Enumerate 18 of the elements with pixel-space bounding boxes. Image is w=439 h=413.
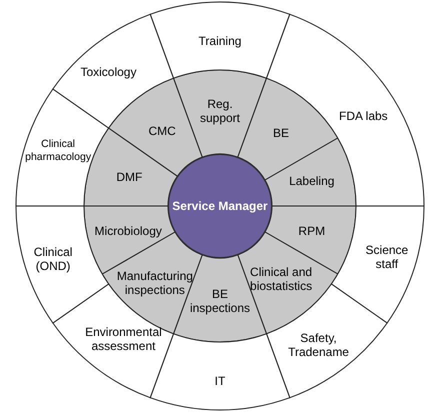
segment-label: Clinical (OND) <box>23 244 84 273</box>
segment-label: Environmental assessment <box>76 324 171 353</box>
segment-label: BE <box>256 126 306 140</box>
segment-label: RPM <box>286 224 337 238</box>
segment-label: FDA labs <box>328 108 398 123</box>
segment-label: Science staff <box>359 242 414 271</box>
segment-label: Reg. support <box>190 97 250 125</box>
segment-label: Safety, Tradename <box>284 330 354 359</box>
segment-label: DMF <box>104 170 154 184</box>
segment-label: Training <box>185 34 255 48</box>
segment-label: Manufacturing inspections <box>110 268 200 297</box>
segment-label: Labeling <box>282 174 342 188</box>
segment-label: Toxicology <box>70 65 146 80</box>
segment-label: Clinical and biostatistics <box>241 264 322 293</box>
segment-label: Clinical pharmacology <box>10 138 106 164</box>
segment-label: IT <box>200 374 240 388</box>
segment-label: Microbiology <box>88 224 168 238</box>
segment-label: CMC <box>137 124 188 138</box>
